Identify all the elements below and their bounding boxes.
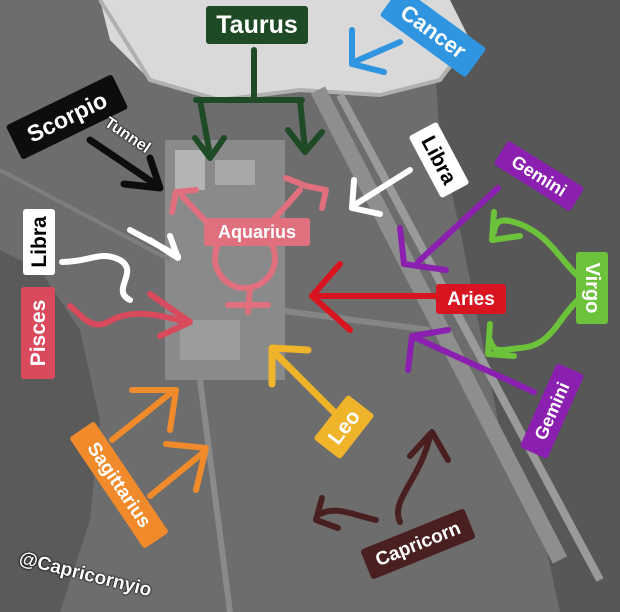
scorpio-arrow <box>86 136 164 192</box>
mountains-right <box>430 0 620 612</box>
aquarius-label: Aquarius <box>204 218 310 246</box>
gemini-top-arrow <box>397 185 501 273</box>
second-runway <box>336 93 604 582</box>
base-buildings <box>175 150 205 190</box>
libra-top-arrow <box>349 167 413 217</box>
leo-arrow <box>268 344 344 422</box>
taurus-label: Taurus <box>206 6 308 44</box>
pisces-arrow <box>67 291 193 339</box>
south-road <box>197 379 233 612</box>
pisces-label-text: Pisces <box>26 299 50 367</box>
lake-shore <box>98 0 472 103</box>
main-runway <box>310 86 568 564</box>
base-buildings-3 <box>180 320 240 360</box>
dry-lake <box>100 0 470 100</box>
base-buildings-2 <box>215 160 255 185</box>
pisces-label: Pisces <box>21 287 55 379</box>
aries-arrow <box>309 261 441 333</box>
virgo-label: Virgo <box>576 252 608 324</box>
virgo-arrows <box>485 209 581 359</box>
aries-label-text: Aries <box>447 288 495 310</box>
libra-left-label-text: Libra <box>27 216 51 268</box>
west-road <box>0 168 171 262</box>
libra-left-arrow <box>59 227 181 303</box>
sagittarius-arrows <box>109 387 209 499</box>
capricorn-arrows <box>313 429 451 531</box>
virgo-label-text: Virgo <box>581 262 603 314</box>
aries-label: Aries <box>436 284 506 314</box>
taurus-label-text: Taurus <box>216 10 298 39</box>
gemini-bottom-arrow <box>405 327 537 395</box>
aquarius-label-text: Aquarius <box>217 222 296 242</box>
cancer-arrow <box>349 27 403 75</box>
taurus-arrows <box>192 47 325 161</box>
libra-left-label: Libra <box>23 209 55 275</box>
